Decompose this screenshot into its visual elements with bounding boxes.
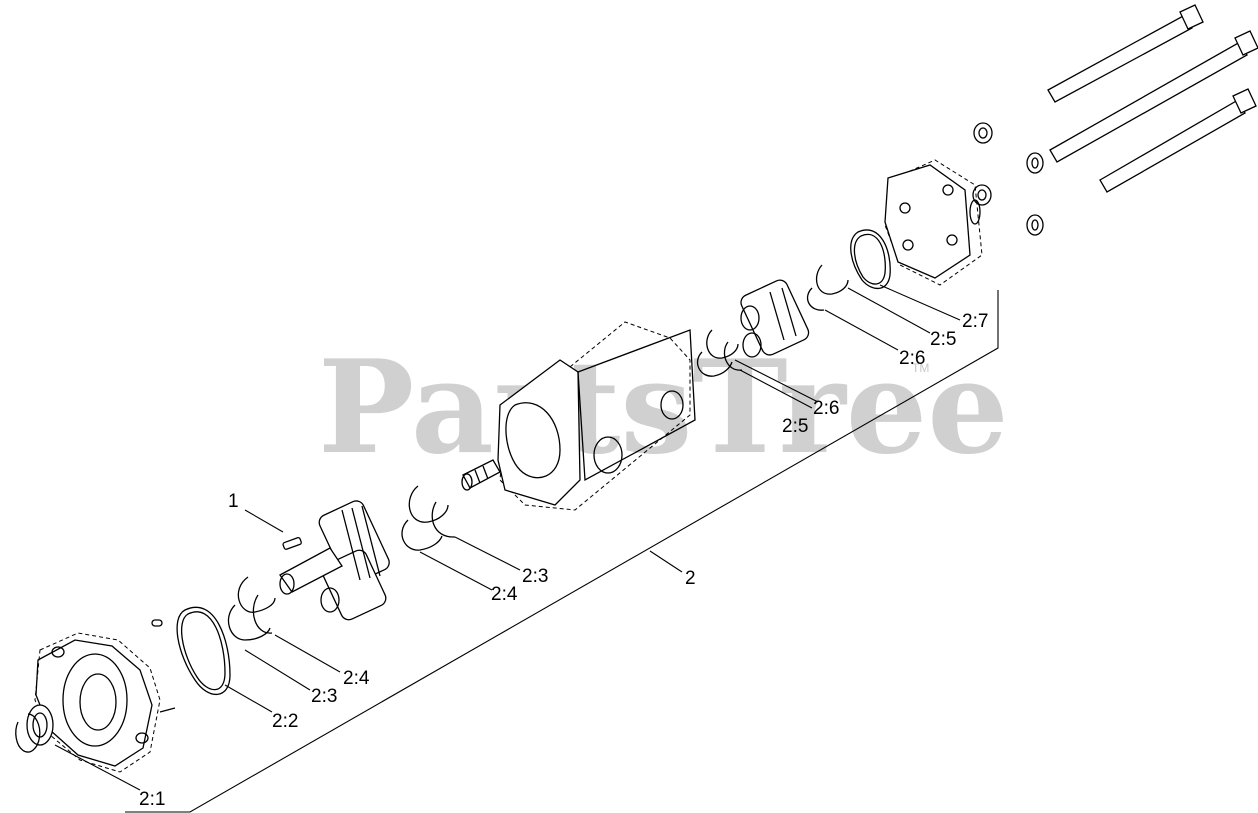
leader-lines (54, 284, 961, 791)
shaft-key (282, 537, 302, 550)
rear-cover (884, 159, 983, 286)
callout-2-3-front: 2:3 (311, 686, 337, 707)
front-seals (227, 576, 276, 641)
front-flange (34, 632, 176, 773)
snap-ring (15, 713, 41, 753)
rear-o-ring (850, 229, 891, 290)
shaft-seal (26, 704, 54, 746)
end-seals (807, 264, 849, 311)
drive-gear-shaft (279, 500, 390, 621)
callout-2-6-mid: 2:6 (813, 398, 839, 419)
mid-seals (401, 485, 456, 551)
watermark-trademark: TM (912, 361, 929, 375)
callout-1: 1 (228, 491, 239, 512)
callout-2: 2 (685, 568, 696, 589)
callout-2-2: 2:2 (272, 711, 298, 732)
callout-2-5-rear: 2:5 (930, 329, 956, 350)
coupling-shaft (461, 459, 501, 491)
bolts (1047, 4, 1258, 193)
assembly-bracket (125, 290, 999, 813)
callout-2-4-front: 2:4 (343, 668, 370, 689)
callout-2-5-mid: 2:5 (782, 416, 808, 437)
rear-gear-set (740, 279, 810, 358)
callout-2-3-mid: 2:3 (522, 566, 548, 587)
rear-seals (697, 329, 743, 377)
washers (972, 122, 1044, 236)
front-o-ring (176, 606, 231, 696)
callout-2-1: 2:1 (139, 789, 165, 810)
callout-2-7: 2:7 (962, 311, 988, 332)
dowel-pin (151, 619, 163, 627)
callout-2-4-mid: 2:4 (491, 584, 518, 605)
pump-body (497, 321, 696, 511)
callout-2-6-rear: 2:6 (899, 348, 925, 369)
